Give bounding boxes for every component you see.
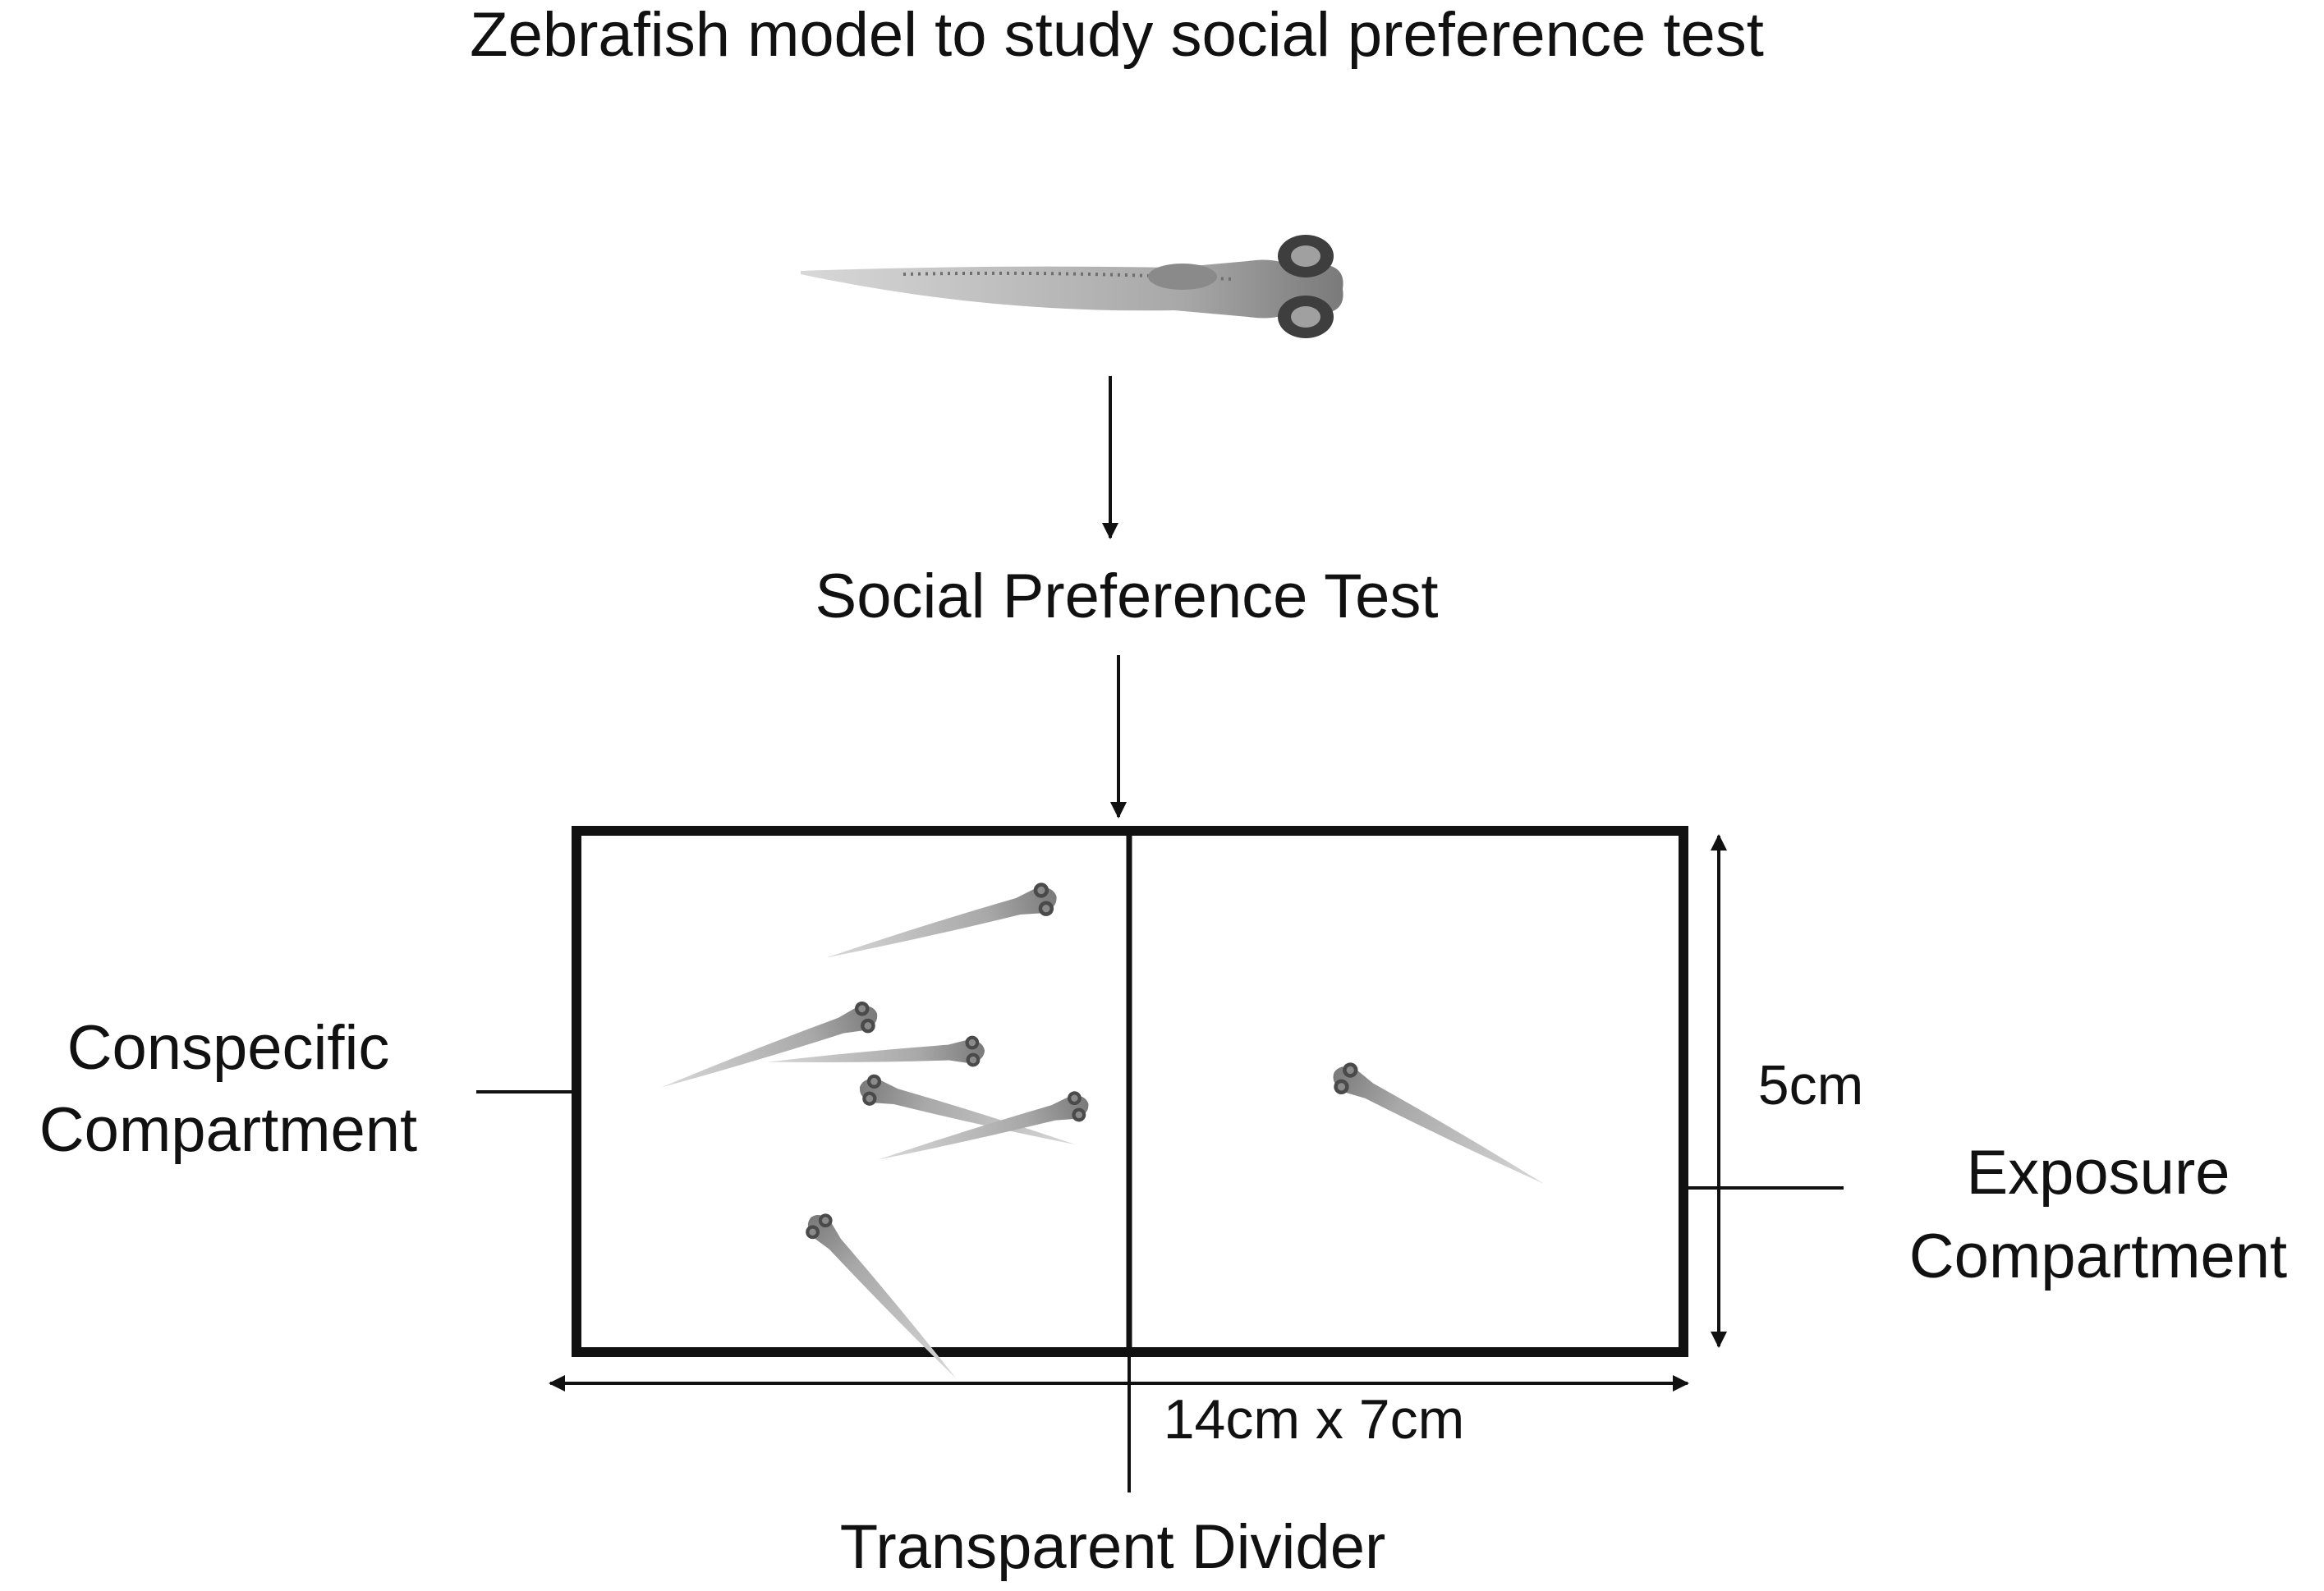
- conspecific-label-line2: Compartment: [39, 1095, 417, 1165]
- conspecific-fish-group: [656, 879, 1093, 1390]
- height-label: 5cm: [1758, 1054, 1863, 1116]
- diagram-title: Zebrafish model to study social preferen…: [470, 0, 1764, 70]
- zebrafish-larva-icon: [801, 235, 1343, 338]
- divider-label: Transparent Divider: [840, 1512, 1386, 1582]
- conspecific-fish-1: [822, 879, 1061, 974]
- step-label: Social Preference Test: [815, 562, 1439, 631]
- conspecific-fish-6: [799, 1207, 968, 1390]
- exposure-label-line1: Exposure: [1966, 1138, 2230, 1208]
- exposure-label-line2: Compartment: [1909, 1222, 2287, 1291]
- size-label: 14cm x 7cm: [1164, 1388, 1465, 1451]
- conspecific-fish-2: [656, 997, 883, 1103]
- exposure-fish: [1325, 1057, 1553, 1199]
- conspecific-label-line1: Conspecific: [67, 1013, 390, 1083]
